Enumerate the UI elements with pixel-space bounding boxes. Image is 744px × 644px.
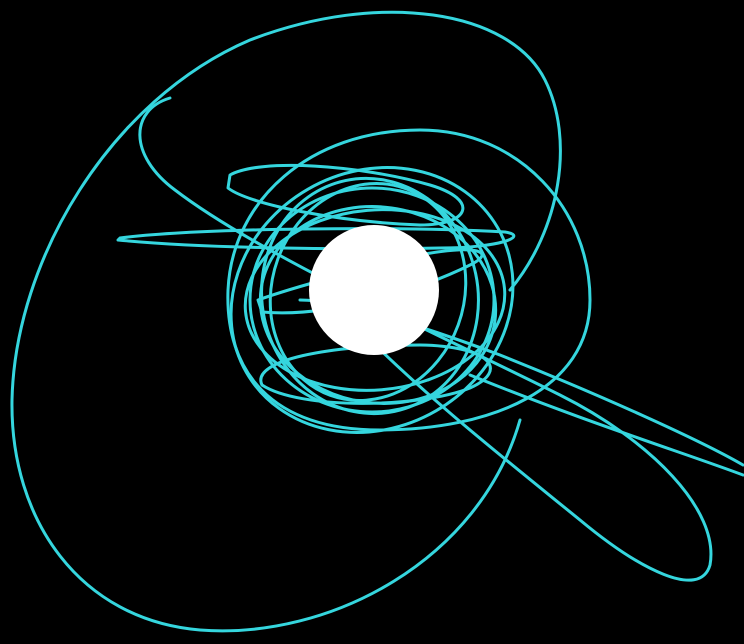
central-star	[309, 225, 439, 355]
